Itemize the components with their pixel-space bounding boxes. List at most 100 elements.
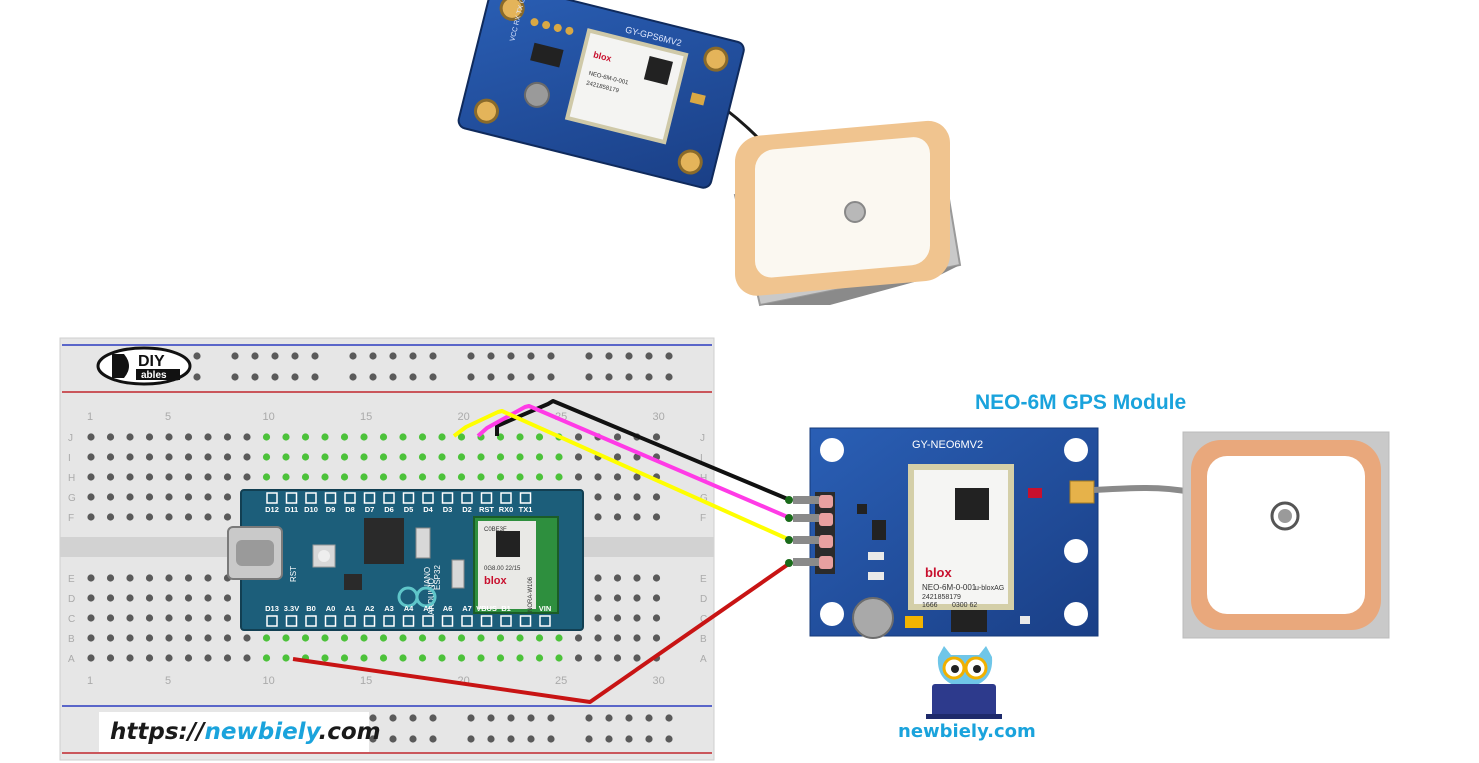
pin-label: A4 [404, 604, 414, 613]
breadboard-hole [223, 433, 232, 441]
row-letter: A [700, 654, 707, 665]
row-letter: H [700, 473, 707, 484]
diy-logo-line1: DIY [138, 353, 165, 370]
pin-pad [266, 492, 278, 504]
breadboard-hole [223, 634, 232, 642]
breadboard-hole [438, 433, 446, 441]
breadboard-hole [184, 654, 193, 662]
breadboard-hole [360, 453, 368, 461]
breadboard-hole [165, 614, 173, 622]
pin-label: D11 [285, 505, 298, 514]
pin-label: D12 [265, 505, 279, 514]
breadboard-hole [535, 453, 544, 461]
wire-gnd-black [495, 399, 791, 502]
qr-code-icon [955, 488, 989, 520]
breadboard-hole [535, 433, 544, 441]
breadboard-hole [311, 352, 319, 360]
breadboard-hole [126, 634, 134, 642]
arduino-name: NANO [423, 567, 432, 590]
breadboard-hole [251, 352, 259, 360]
breadboard-hole [184, 594, 193, 602]
breadboard-hole [665, 352, 673, 360]
breadboard-hole [594, 594, 602, 602]
pin-label: D7 [365, 505, 375, 514]
breadboard-hole [106, 574, 115, 582]
breadboard-hole [429, 373, 437, 381]
chip-line-1: NEO-6M-0-001 [922, 583, 977, 592]
breadboard-hole [389, 352, 397, 360]
breadboard-hole [625, 735, 633, 743]
pin-label: D8 [345, 505, 355, 514]
breadboard-hole [633, 574, 641, 582]
breadboard-hole [145, 513, 154, 521]
breadboard-hole [126, 574, 134, 582]
breadboard-hole [321, 473, 329, 481]
breadboard-hole [360, 634, 368, 642]
breadboard-hole [409, 735, 417, 743]
row-letter: D [700, 594, 707, 605]
arduino-nano-esp32: RST NANO ESP32 ARDUINO C0BE3F 0G8.00 22/… [227, 489, 584, 631]
breadboard-hole [204, 513, 212, 521]
breadboard-hole [527, 352, 535, 360]
breadboard-hole [379, 634, 388, 642]
breadboard-hole [321, 433, 329, 441]
breadboard-hole [429, 714, 437, 722]
breadboard-hole [243, 453, 251, 461]
column-number: 1 [87, 411, 93, 423]
breadboard-hole [379, 433, 388, 441]
breadboard-hole [223, 594, 232, 602]
breadboard-hole [457, 433, 466, 441]
breadboard-hole [379, 654, 388, 662]
breadboard-hole [613, 493, 622, 501]
breadboard-hole [418, 654, 427, 662]
pin-label: A7 [462, 604, 472, 613]
breadboard-hole [409, 352, 417, 360]
breadboard-hole [145, 493, 154, 501]
breadboard-hole [507, 735, 515, 743]
breadboard-hole [625, 352, 633, 360]
breadboard-hole [282, 634, 290, 642]
breadboard-hole [165, 574, 173, 582]
url-banner [99, 712, 369, 752]
antenna-cable [1093, 485, 1191, 495]
breadboard-hole [243, 473, 251, 481]
pin-label: A6 [443, 604, 453, 613]
breadboard-hole [613, 634, 622, 642]
breadboard-hole [477, 634, 485, 642]
breadboard-hole [369, 373, 377, 381]
breadboard-hole [429, 352, 437, 360]
breadboard-hole [574, 634, 583, 642]
breadboard-hole [477, 453, 485, 461]
breadboard-hole [438, 473, 446, 481]
breadboard-hole [379, 453, 388, 461]
gps-module-schematic: GY-NEO6MV2 blox NEO-6M-0-001 2421858179 [785, 427, 1191, 639]
website-url[interactable]: https://newbiely.com [110, 719, 381, 745]
breadboard-hole [204, 634, 212, 642]
breadboard-hole [516, 453, 524, 461]
breadboard-hole [477, 654, 485, 662]
breadboard-hole [613, 614, 622, 622]
pin-pad [266, 615, 278, 627]
breadboard-hole [223, 654, 232, 662]
breadboard-hole [184, 614, 193, 622]
breadboard-hole [535, 654, 544, 662]
pin-label: D13 [265, 604, 279, 613]
breadboard-hole [223, 614, 232, 622]
arduino-brand: ARDUINO [427, 578, 436, 615]
chip-line-3: 1666 [922, 602, 938, 609]
row-letter: G [700, 493, 708, 504]
breadboard-hole [184, 453, 193, 461]
column-number: 20 [458, 411, 470, 423]
breadboard-hole [106, 654, 115, 662]
breadboard-hole [106, 473, 115, 481]
pin-label: D2 [462, 505, 472, 514]
breadboard-hole [340, 433, 349, 441]
column-number: 5 [165, 675, 171, 687]
pin-label: RX0 [499, 505, 514, 514]
breadboard-hole [311, 373, 319, 381]
mount-hole [1064, 539, 1088, 563]
breadboard-hole [87, 493, 95, 501]
breadboard-hole [165, 473, 173, 481]
breadboard-hole [645, 735, 653, 743]
breadboard-hole [340, 453, 349, 461]
